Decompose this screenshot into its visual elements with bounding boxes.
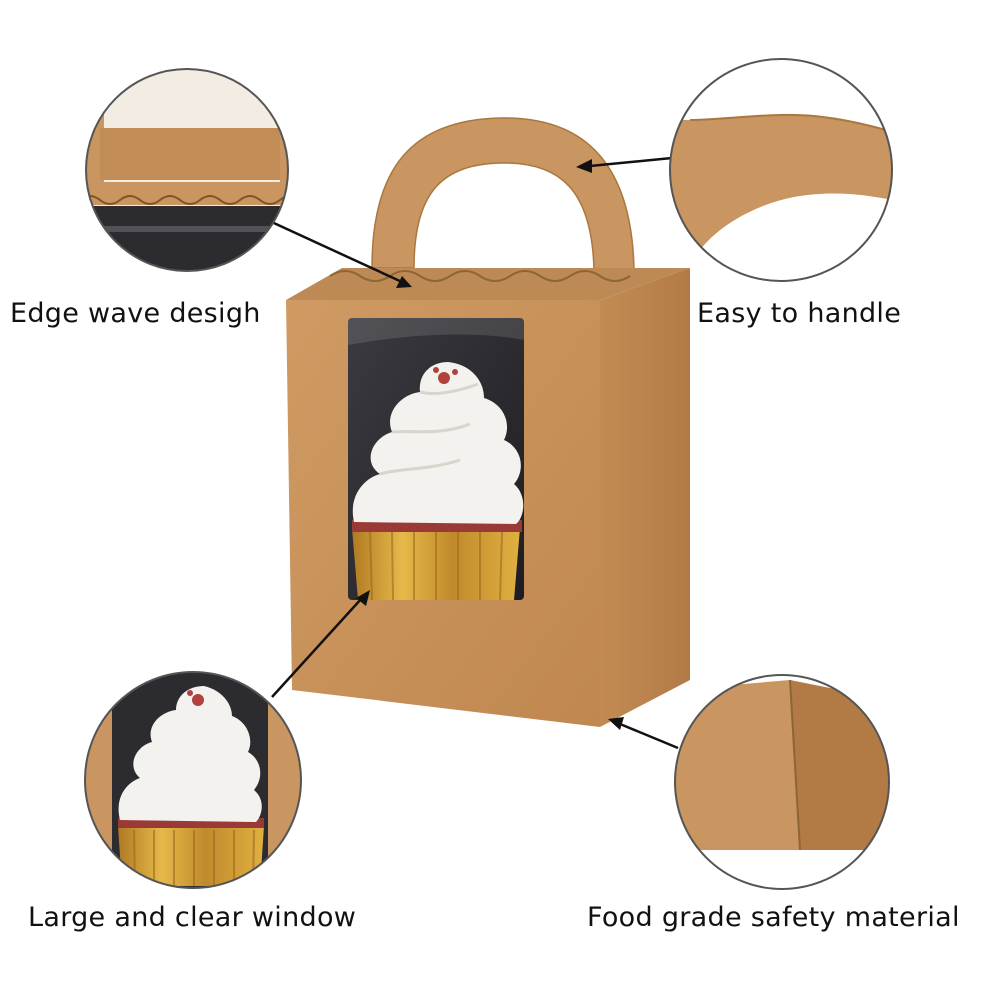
detail-circle-edge-wave: [85, 68, 289, 272]
caption-easy-handle: Easy to handle: [697, 298, 902, 329]
arrow-window: [271, 590, 370, 698]
caption-food-grade: Food grade safety material: [587, 902, 960, 933]
box-handle: [371, 117, 635, 271]
detail-circle-handle: [669, 58, 893, 282]
box-window: [348, 318, 524, 600]
box-side: [600, 268, 690, 727]
detail-circle-material: [674, 674, 890, 890]
arrow-edge-wave: [249, 210, 412, 288]
callout-arrows: [249, 156, 679, 750]
caption-edge-wave: Edge wave desigh: [10, 298, 261, 329]
cupcake-box: [286, 117, 690, 727]
arrow-material: [608, 717, 679, 750]
caption-large-window: Large and clear window: [28, 902, 357, 933]
wave-edge: [329, 270, 631, 282]
detail-circle-window: [84, 671, 302, 889]
arrow-handle: [576, 156, 673, 173]
